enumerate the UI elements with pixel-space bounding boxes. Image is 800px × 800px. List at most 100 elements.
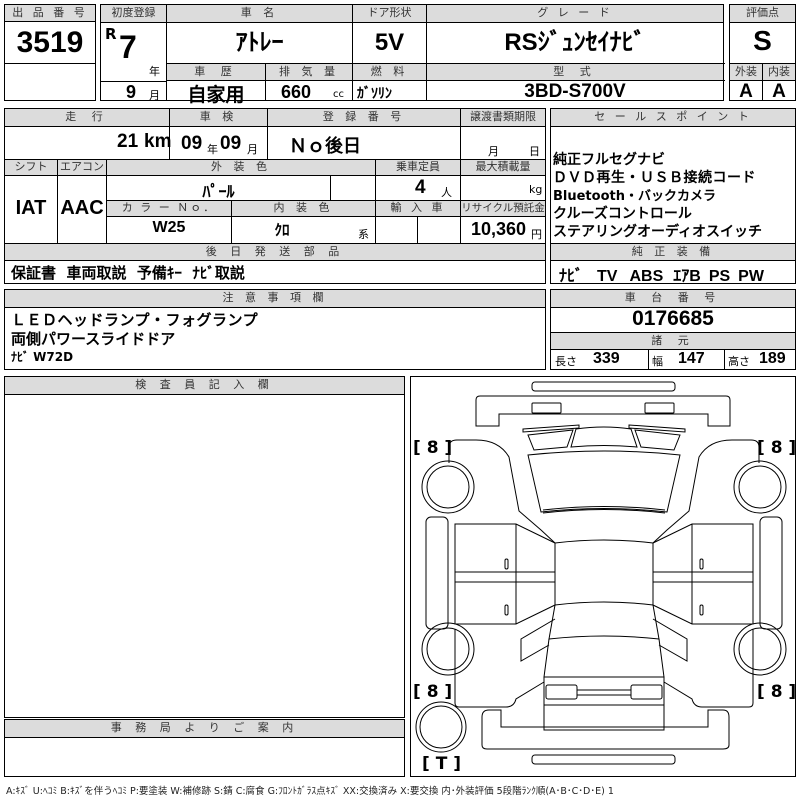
shift-label: シフト	[5, 160, 57, 175]
damage-legend: A:ｷｽﾞ U:ﾍｺﾐ B:ｷｽﾞを伴うﾍｺﾐ P:要塗装 W:補修跡 S:錆 …	[6, 786, 614, 797]
details-box: 走 行 車 検 登 録 番 号 譲渡書類期限 21 km 09 年 09 月 Ｎ…	[4, 108, 546, 284]
sales-point-line: ＤＶＤ再生・ＵＳＢ接続コード	[553, 170, 756, 186]
notes-box: 注 意 事 項 欄 ＬＥＤヘッドランプ・フォグランプ 両側パワースライドドア ﾅ…	[4, 289, 546, 370]
max-load-label: 最大積載量	[461, 160, 545, 175]
sales-point-line: 純正フルセグナビ	[553, 152, 665, 168]
inspection-label: 車 検	[170, 109, 267, 126]
vehicle-info-box: 初度登録 車 名 ドア形状 グ レ ー ド R 7 年 9 月 ｱﾄﾚｰ 5V …	[100, 4, 725, 106]
lot-number-value: 3519	[16, 26, 84, 59]
equipment-item: ｴｱB	[673, 268, 701, 285]
door-label: ドア形状	[353, 5, 426, 22]
equipment-item: ABS	[629, 268, 664, 285]
inspection-month-unit: 月	[247, 143, 258, 156]
interior-color-label: 内 装 色	[232, 201, 375, 216]
lot-number-label: 出 品 番 号	[5, 5, 95, 22]
displacement-unit: cc	[333, 89, 344, 100]
sales-points-label: セ ー ル ス ポ イ ン ト	[551, 109, 795, 126]
history-value: 自家用	[187, 84, 245, 106]
later-parts-value: 保証書 車両取説 予備ｷｰ ﾅﾋﾞ取説	[11, 264, 245, 282]
score-value: S	[753, 25, 772, 56]
chassis-value: 0176685	[632, 307, 714, 330]
grade-label: グ レ ー ド	[427, 5, 723, 22]
office-label: 事 務 局 よ り ご 案 内	[5, 720, 404, 737]
interior-score-label: 内装	[763, 64, 795, 80]
length-label: 長さ	[555, 355, 577, 368]
color-number-label: カ ラ ー Ｎｏ．	[107, 201, 231, 216]
office-box: 事 務 局 よ り ご 案 内	[4, 719, 405, 777]
chassis-label: 車 台 番 号	[551, 290, 795, 307]
tire-front-right-label: [ 8 ]	[757, 438, 797, 458]
width-label: 幅	[652, 355, 663, 368]
grade-value: RSｼﾞｭﾝｾｲﾅﾋﾞ	[504, 29, 646, 56]
notes-line: 両側パワースライドドア	[11, 330, 176, 348]
height-label: 高さ	[728, 355, 750, 368]
lot-number-box: 出 品 番 号 3519	[4, 4, 96, 101]
first-registration-era: R	[105, 25, 117, 43]
transfer-deadline-day-unit: 日	[529, 145, 540, 158]
model-label: 型 式	[427, 64, 723, 80]
car-diagram	[415, 381, 787, 765]
spare-tire-label: [ T ]	[422, 754, 461, 774]
inspector-notes-area[interactable]	[5, 395, 404, 717]
inspection-year-unit: 年	[207, 143, 218, 156]
car-name-value: ｱﾄﾚｰ	[235, 29, 284, 56]
sales-point-line: Bluetooth・バックカメラ	[553, 189, 716, 204]
transfer-deadline-month-unit: 月	[488, 145, 499, 158]
inspector-label: 検 査 員 記 入 欄	[5, 377, 404, 394]
interior-color-value: ｸﾛ	[274, 221, 290, 239]
fuel-label: 燃 料	[353, 64, 426, 80]
sales-point-line: クルーズコントロール	[553, 206, 692, 222]
first-registration-year-unit: 年	[149, 65, 160, 78]
mileage-value: 21	[117, 131, 139, 152]
history-label: 車 歴	[167, 64, 265, 80]
mileage-unit: km	[144, 131, 172, 152]
capacity-label: 乗車定員	[376, 160, 460, 175]
tire-rear-right-label: [ 8 ]	[757, 682, 797, 702]
exterior-color-value: ﾊﾟｰﾙ	[202, 182, 235, 201]
exterior-color-label: 外 装 色	[107, 160, 375, 175]
damage-diagram-box: [ 8 ] [ 8 ] [ 8 ] [ 8 ] [ T ]	[410, 376, 796, 777]
tire-rear-left-label: [ 8 ]	[413, 682, 453, 702]
inspection-month: 09	[220, 133, 242, 154]
car-name-label: 車 名	[167, 5, 352, 22]
first-registration-year: 7	[119, 29, 137, 65]
interior-score-value: A	[772, 81, 786, 102]
mileage-label: 走 行	[5, 109, 169, 126]
equipment-item: TV	[597, 268, 618, 285]
first-registration-label: 初度登録	[101, 5, 166, 22]
notes-line: ＬＥＤヘッドランプ・フォグランプ	[11, 311, 259, 329]
width-value: 147	[678, 350, 705, 367]
exterior-score-value: A	[739, 81, 753, 102]
max-load-unit: kg	[529, 183, 543, 196]
notes-line: ﾅﾋﾞ W72D	[11, 350, 74, 364]
tire-front-left-label: [ 8 ]	[413, 438, 453, 458]
model-value: 3BD-S700V	[524, 81, 626, 102]
length-value: 339	[593, 350, 620, 367]
later-parts-label: 後 日 発 送 部 品	[5, 244, 545, 260]
sales-points-box: セ ー ル ス ポ イ ン ト 純正フルセグナビ ＤＶＤ再生・ＵＳＢ接続コード …	[550, 108, 796, 285]
aircon-label: エアコン	[58, 160, 106, 175]
equipment-item: PW	[738, 268, 764, 285]
door-value: 5V	[374, 29, 405, 56]
registration-number-label: 登 録 番 号	[268, 109, 460, 126]
inspection-year: 09	[181, 133, 203, 154]
registration-number-value: Ｎｏ後日	[289, 136, 361, 157]
recycle-unit: 円	[531, 228, 542, 241]
specs-label: 諸 元	[551, 333, 795, 349]
exterior-score-label: 外装	[730, 64, 762, 80]
first-registration-month: 9	[126, 82, 137, 102]
score-box: 評価点 S 外装 内装 A A	[729, 4, 796, 102]
displacement-value: 660	[281, 82, 312, 102]
capacity-unit: 人	[441, 186, 452, 199]
shift-value: IAT	[15, 197, 47, 219]
capacity-value: 4	[415, 177, 426, 198]
chassis-box: 車 台 番 号 0176685 諸 元 長さ 339 幅 147 高さ 189	[550, 289, 796, 370]
equipment-label: 純 正 装 備	[551, 244, 795, 260]
inspector-box: 検 査 員 記 入 欄	[4, 376, 405, 718]
sales-point-line: ステアリングオーディオスイッチ	[553, 224, 763, 240]
recycle-value: 10,360	[471, 219, 527, 239]
fuel-value: ｶﾞｿﾘﾝ	[357, 86, 392, 102]
notes-label: 注 意 事 項 欄	[5, 290, 545, 307]
recycle-label: リサイクル預託金	[461, 201, 545, 216]
transfer-deadline-label: 譲渡書類期限	[461, 109, 545, 126]
